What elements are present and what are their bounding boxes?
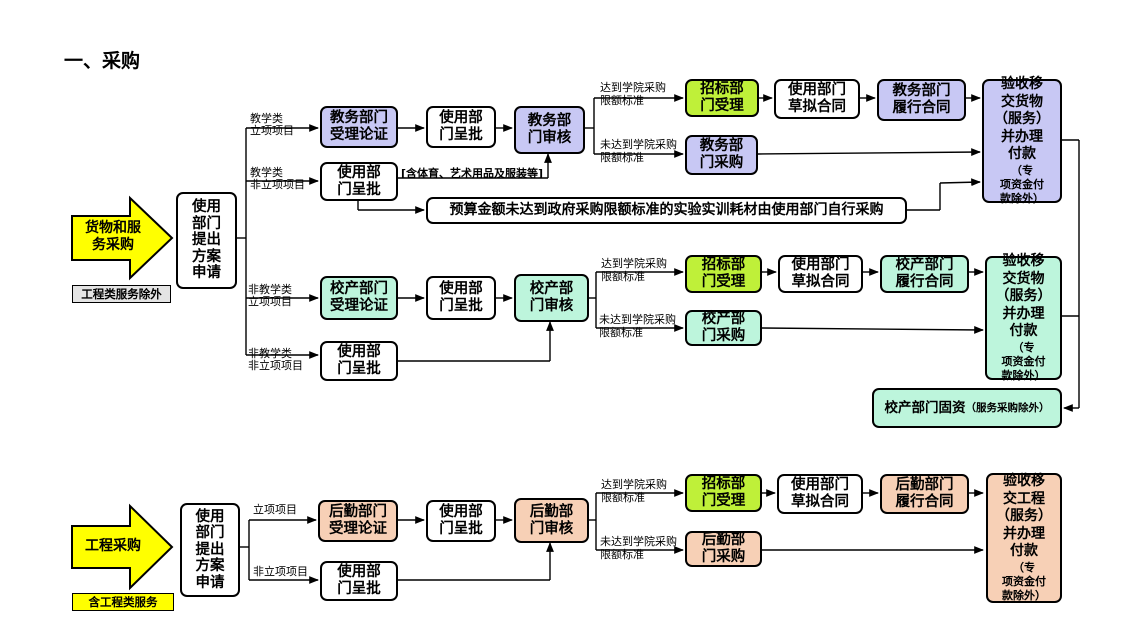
- fixed-asset-text: 校产部门固资: [884, 399, 966, 416]
- accept-goods-text-edu: 验收移 交货物 （服务） 并办理 付款: [994, 76, 1050, 163]
- accept-goods-note-asset: （专 项资金付 款除外）: [1001, 340, 1046, 382]
- edu-audit-box: 教务部 门审核: [514, 106, 585, 154]
- accept-goods-text-asset: 验收移 交货物 （服务） 并办理 付款: [995, 253, 1052, 340]
- accept-goods-box-edu: 验收移 交货物 （服务） 并办理 付款 （专 项资金付 款除外）: [982, 76, 1062, 205]
- logistics-perform-box: 后勤部门 履行合同: [880, 474, 969, 514]
- accept-project-text: 验收移 交工程 （服务） 并办理 付款: [996, 473, 1052, 560]
- accept-goods-box-asset: 验收移 交货物 （服务） 并办理 付款 （专 项资金付 款除外）: [985, 253, 1062, 382]
- dept-submit-box-asset: 使用部 门呈批: [426, 276, 496, 320]
- accept-goods-note-edu: （专 项资金付 款除外）: [1000, 163, 1044, 205]
- accept-project-box: 验收移 交工程 （服务） 并办理 付款 （专 项资金付 款除外）: [986, 473, 1062, 603]
- self-purchase-box: 预算金额未达到政府采购限额标准的实验实训耗材由使用部门自行采购: [426, 197, 907, 224]
- dept-submit-box-engineering: 使用部 门呈批: [426, 500, 496, 542]
- edu-perform-box: 教务部门 履行合同: [877, 79, 966, 121]
- dept-draft-box-asset: 使用部门 草拟合同: [778, 255, 863, 293]
- label-reach-limit-engineering: 达到学院采购 限额标准: [601, 478, 667, 504]
- label-not-reach-limit-engineering: 未达到学院采购 限额标准: [600, 535, 677, 561]
- logistics-review-box: 后勤部门 受理论证: [318, 500, 398, 542]
- label-nonteaching-nonproject: 非教学类 非立项项目: [248, 347, 303, 372]
- edu-purchase-box: 教务部 门采购: [685, 135, 758, 175]
- goods-arrow-label: 货物和服 务采购: [85, 220, 141, 253]
- asset-perform-box: 校产部门 履行合同: [880, 255, 969, 293]
- asset-purchase-box: 校产部 门采购: [685, 310, 762, 346]
- nonproject-submit-box-asset: 使用部 门呈批: [320, 341, 398, 381]
- label-nonteaching-project: 非教学类 立项项目: [248, 283, 292, 308]
- engineering-apply-box: 使用 部门 提出 方案 申请: [180, 503, 240, 597]
- tender-accept-box-asset: 招标部 门受理: [685, 255, 762, 293]
- engineering-note: 含工程类服务: [72, 593, 174, 611]
- goods-arrow-shape: [71, 195, 174, 281]
- page-title: 一、采购: [64, 50, 141, 72]
- fixed-asset-note: （服务采购除外）: [965, 401, 1050, 414]
- label-reach-limit-asset: 达到学院采购 限额标准: [601, 257, 667, 283]
- nonproject-submit-box-engineering: 使用部 门呈批: [320, 561, 398, 601]
- accept-project-note: （专 项资金付 款除外）: [1002, 560, 1046, 602]
- dept-submit-box: 使用部 门呈批: [426, 106, 496, 148]
- edu-review-box: 教务部门 受理论证: [320, 106, 398, 148]
- logistics-purchase-box: 后勤部 门采购: [685, 531, 762, 567]
- label-not-reach-limit-edu: 未达到学院采购 限额标准: [600, 138, 677, 164]
- goods-apply-box: 使用 部门 提出 方案 申请: [176, 192, 237, 289]
- fixed-asset-box: 校产部门固资（服务采购除外）: [872, 388, 1062, 428]
- asset-review-box: 校产部门 受理论证: [320, 276, 398, 320]
- tender-accept-box-edu: 招标部 门受理: [685, 79, 759, 117]
- label-engineering-nonproject: 非立项项目: [253, 565, 308, 578]
- tender-accept-box-engineering: 招标部 门受理: [685, 474, 762, 512]
- label-not-reach-limit-asset: 未达到学院采购 限额标准: [599, 313, 676, 339]
- label-teaching-nonproject: 教学类 非立项项目: [250, 166, 305, 191]
- label-engineering-project: 立项项目: [253, 503, 297, 516]
- nonproject-bracket-note: [含体育、艺术用品及服装等]: [401, 167, 544, 180]
- engineering-arrow-shape: [71, 503, 174, 591]
- nonproject-submit-box-edu: 使用部 门呈批: [320, 162, 398, 201]
- asset-audit-box: 校产部 门审核: [514, 274, 589, 322]
- goods-note: 工程类服务除外: [72, 285, 171, 303]
- dept-draft-box-engineering: 使用部门 草拟合同: [777, 474, 863, 514]
- engineering-arrow-label: 工程采购: [85, 538, 141, 554]
- dept-draft-box-edu: 使用部门 草拟合同: [774, 79, 860, 119]
- label-teaching-project: 教学类 立项项目: [250, 112, 294, 137]
- logistics-audit-box: 后勤部 门审核: [514, 498, 589, 543]
- label-reach-limit-edu: 达到学院采购 限额标准: [600, 81, 666, 107]
